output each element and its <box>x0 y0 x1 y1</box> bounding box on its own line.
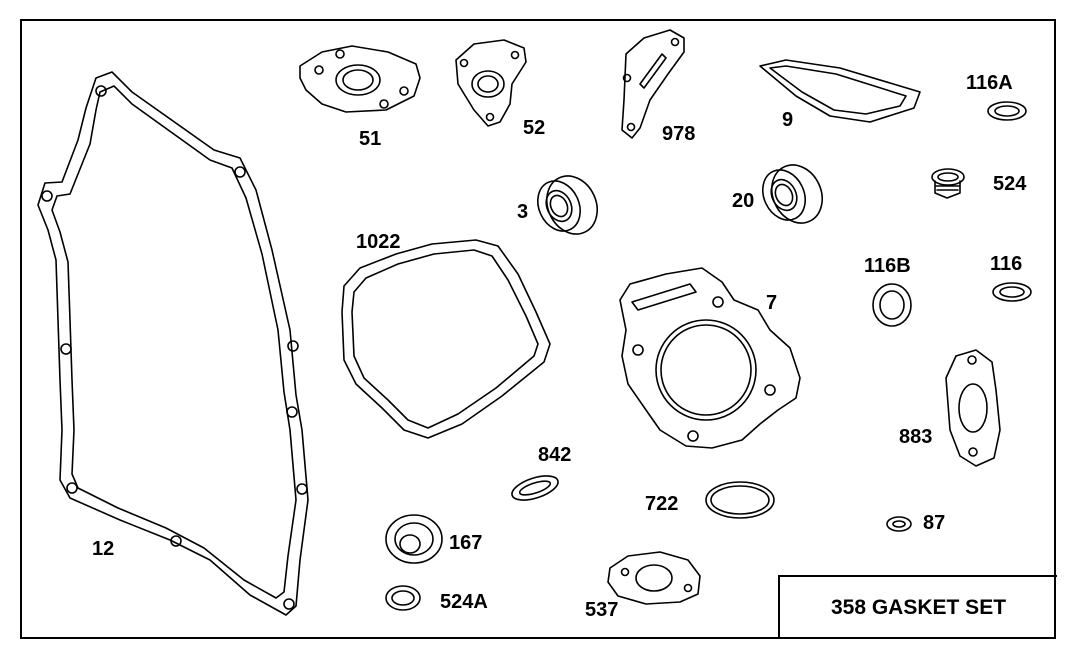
label-978: 978 <box>662 123 696 145</box>
part-167-bushing-seal <box>386 515 442 563</box>
label-116: 116 <box>990 253 1023 275</box>
label-722: 722 <box>645 493 679 515</box>
label-167: 167 <box>449 532 483 554</box>
title-box: 358 GASKET SET <box>778 575 1057 639</box>
part-9-frame-gasket <box>760 60 920 122</box>
label-20: 20 <box>732 190 755 212</box>
part-52-intake-gasket <box>456 40 526 126</box>
label-1022: 1022 <box>356 231 401 253</box>
part-978-plate-gasket <box>622 30 684 138</box>
part-20-oil-seal <box>755 157 832 232</box>
part-524A-seal <box>386 586 420 610</box>
diagram-frame <box>20 19 1056 639</box>
part-3-oil-seal <box>530 168 607 243</box>
part-51-carburetor-gasket <box>300 46 420 112</box>
part-12-crankcase-gasket <box>38 72 308 615</box>
part-524-plug <box>932 169 964 198</box>
kit-title: 358 GASKET SET <box>830 596 1007 619</box>
part-883-gasket <box>946 350 1000 466</box>
label-52: 52 <box>523 117 546 139</box>
label-116B: 116B <box>864 255 911 277</box>
part-116-washer <box>993 283 1031 301</box>
part-87-washer <box>887 517 911 531</box>
label-116A: 116A <box>966 72 1013 94</box>
label-842: 842 <box>538 444 572 466</box>
part-537-gasket <box>608 552 700 604</box>
label-51: 51 <box>359 128 382 150</box>
part-116B-seal <box>873 284 911 326</box>
label-524: 524 <box>993 173 1027 195</box>
label-3: 3 <box>517 201 529 223</box>
part-722-o-ring <box>706 482 774 518</box>
part-116A-washer <box>988 102 1026 120</box>
label-87: 87 <box>923 512 946 534</box>
label-537: 537 <box>585 599 619 621</box>
part-842-gasket <box>509 471 561 505</box>
label-524A: 524A <box>440 591 488 613</box>
label-7: 7 <box>766 292 778 314</box>
label-883: 883 <box>899 426 933 448</box>
part-1022-valve-cover-gasket <box>342 240 550 438</box>
part-7-head-gasket <box>620 268 800 448</box>
label-12: 12 <box>92 538 115 560</box>
label-9: 9 <box>782 109 794 131</box>
